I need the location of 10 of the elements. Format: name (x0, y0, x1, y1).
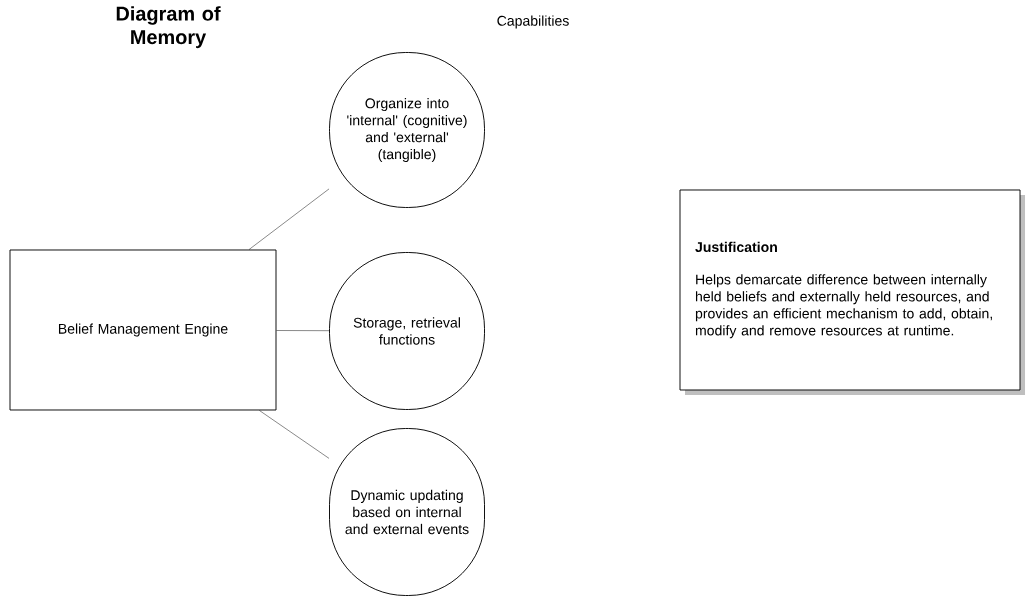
capability-box: Storage, retrieval functions (329, 252, 485, 410)
process-box: Belief Management Engine (9, 249, 277, 411)
capability-box: Organize into 'internal' (cognitive) and 'external' (tangible) (329, 52, 485, 208)
connector-line (276, 330, 330, 331)
connector-line (248, 188, 330, 250)
connector-line (259, 410, 330, 459)
section-label: Capabilities (497, 15, 569, 29)
note-box: Justification Helps demarcate difference between internally held beliefs and externally held resources, and provides an efficient mechanism to add, obtain, modify and remove resources at runtime. (679, 189, 1025, 395)
capability-box: Dynamic updating based on internal and external events (329, 428, 485, 596)
title: Diagram of Memory (116, 6, 221, 49)
